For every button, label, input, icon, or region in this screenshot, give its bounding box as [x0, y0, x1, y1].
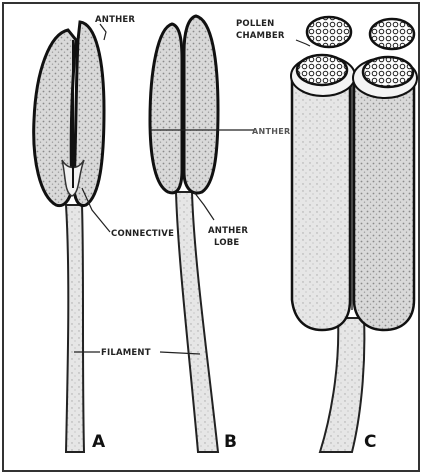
anther-column-left-c [292, 74, 350, 330]
label-anther-a: ANTHER [95, 15, 135, 25]
label-anther-lobe-line2: LOBE [214, 238, 239, 248]
filament-a [66, 205, 84, 452]
pollen-sac-1 [307, 17, 351, 47]
label-filament: FILAMENT [101, 348, 151, 358]
pollen-sac-4 [363, 57, 413, 87]
panel-label-a: A [92, 432, 106, 452]
pollen-sac-2 [370, 19, 414, 49]
label-connective: CONNECTIVE [111, 229, 174, 239]
label-anther-lobe-line1: ANTHER [208, 226, 248, 236]
anther-column-right-c [354, 74, 414, 330]
label-anther-b: ANTHER [252, 127, 290, 136]
anther-lobe-right-b [184, 16, 218, 193]
label-pollen-line2: CHAMBER [236, 31, 285, 41]
pollen-sac-3 [297, 55, 347, 85]
panel-label-c: C [364, 432, 376, 452]
panel-label-b: B [224, 432, 237, 452]
label-pollen-line1: POLLEN [236, 19, 274, 29]
